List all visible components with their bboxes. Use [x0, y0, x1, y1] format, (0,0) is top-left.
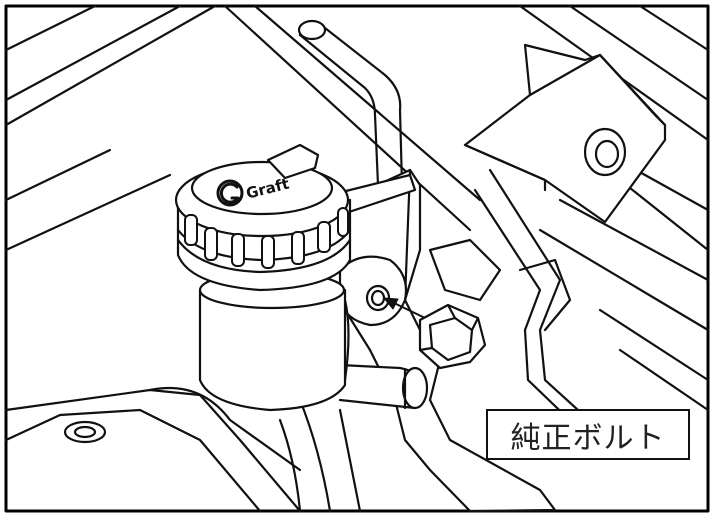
frame-bracket: [463, 43, 667, 224]
reservoir-cap: [174, 143, 352, 292]
upper-frame-rails: [4, 4, 710, 412]
fluid-reservoir: [198, 270, 350, 412]
pointer-arrow: [383, 297, 426, 319]
reservoir-tab: [338, 255, 408, 327]
callout-label: 純正ボルト: [486, 409, 690, 460]
guard-rod: [297, 19, 404, 187]
mounting-stay: [343, 168, 602, 513]
reservoir-hose: [338, 363, 429, 410]
callout-text: 純正ボルト: [510, 420, 666, 456]
stock-bolt: [418, 303, 487, 370]
lower-chassis: [4, 386, 362, 513]
